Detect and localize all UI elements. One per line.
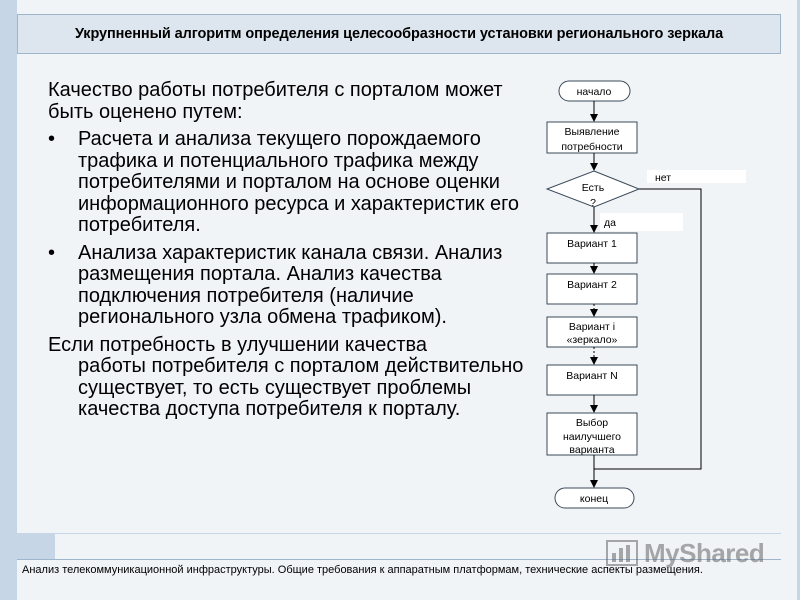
need-label-line-2: потребности (561, 141, 622, 153)
bullet-list: Расчета и анализа текущего порождаемого … (48, 128, 528, 329)
conclusion-rest: работы потребителя с порталом действител… (78, 355, 524, 420)
decision-label-line-1: Есть (582, 182, 605, 194)
bullet-item-1: Расчета и анализа текущего порождаемого … (48, 128, 528, 237)
need-label-line-1: Выявление (564, 126, 619, 138)
slide-title-bar: Укрупненный алгоритм определения целесоо… (17, 14, 781, 54)
main-text-block: Качество работы потребителя с порталом м… (48, 79, 528, 421)
choice-label-line-1: Выбор (576, 417, 608, 429)
variant-i-label-line-2: «зеркало» (567, 334, 618, 346)
choice-label-line-3: варианта (569, 444, 614, 456)
variant-i-label-line-1: Вариант i (569, 321, 615, 333)
decision-label-line-2: ? (590, 197, 596, 209)
need-identification-box (546, 121, 638, 154)
chart-icon (606, 539, 638, 566)
right-decorative-stripe (797, 0, 800, 600)
end-terminal (554, 487, 635, 509)
conclusion-paragraph: Если потребность в улучшении качества ра… (48, 333, 528, 421)
no-label-bg (647, 170, 746, 183)
bottom-divider-upper (17, 533, 781, 534)
no-branch-connector (594, 188, 702, 470)
footer-text: Анализ телекоммуникационной инфраструкту… (22, 564, 703, 576)
bottom-divider (17, 559, 781, 560)
best-choice-box (546, 412, 638, 456)
no-branch-label: нет (655, 172, 671, 184)
watermark-text: MyShared (644, 538, 765, 568)
slide-title: Укрупненный алгоритм определения целесоо… (74, 26, 724, 42)
end-label: конец (580, 493, 608, 505)
variant-n-label: Вариант N (566, 370, 618, 382)
variant-2-box (546, 273, 638, 305)
bottom-accent-box (17, 534, 55, 559)
choice-label-line-2: наилучшего (563, 431, 621, 443)
variant-i-box (546, 316, 638, 348)
yes-branch-label: да (604, 217, 616, 229)
variant-n-box (546, 364, 638, 396)
variant-2-label: Вариант 2 (567, 279, 617, 291)
start-label: начало (577, 86, 612, 98)
left-decorative-stripe (0, 0, 17, 600)
conclusion-line-1: Если потребность в улучшении качества (48, 333, 428, 356)
yes-label-bg (600, 213, 683, 231)
intro-paragraph: Качество работы потребителя с порталом м… (48, 79, 503, 123)
variant-1-label: Вариант 1 (567, 238, 617, 250)
bullet-item-2: Анализа характеристик канала связи. Анал… (48, 242, 528, 329)
watermark-logo: MyShared (606, 538, 765, 569)
variant-1-box (546, 232, 638, 264)
